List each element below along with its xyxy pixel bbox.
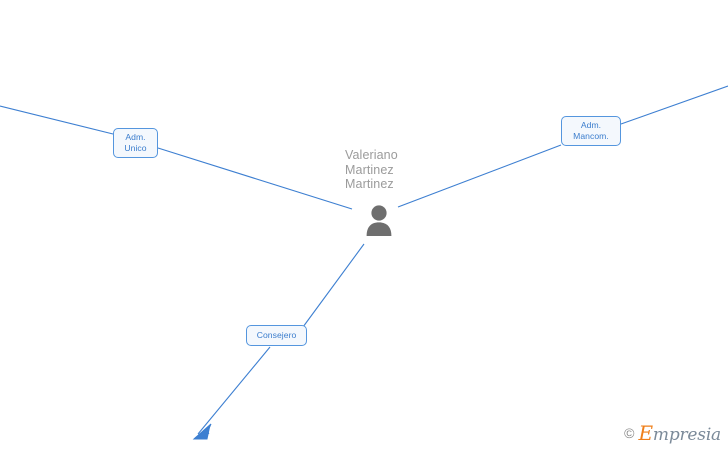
watermark: © Empresia [624, 421, 721, 445]
relation-label-consejero[interactable]: Consejero [246, 325, 307, 346]
arrow-head-fill-icon [192, 423, 211, 440]
person-icon [366, 205, 392, 236]
edge-adm-mancom[interactable] [620, 85, 728, 125]
brand-logo: Empresia [639, 421, 722, 445]
edge-adm-mancom-inner[interactable] [397, 144, 562, 208]
person-node[interactable]: Valeriano Martinez Martinez [345, 148, 465, 236]
brand-rest: mpresia [652, 425, 721, 445]
edge-adm-unico[interactable] [0, 105, 114, 135]
edge-consejero-inner[interactable] [302, 243, 365, 328]
copyright-icon: © [624, 425, 635, 441]
relation-label-adm-unico[interactable]: Adm. Unico [113, 128, 158, 158]
edge-consejero[interactable] [197, 346, 271, 435]
person-name-label: Valeriano Martinez Martinez [345, 148, 398, 191]
relation-label-adm-mancom[interactable]: Adm. Mancom. [561, 116, 621, 146]
brand-initial: E [638, 421, 654, 445]
edge-adm-unico-inner[interactable] [157, 147, 353, 210]
